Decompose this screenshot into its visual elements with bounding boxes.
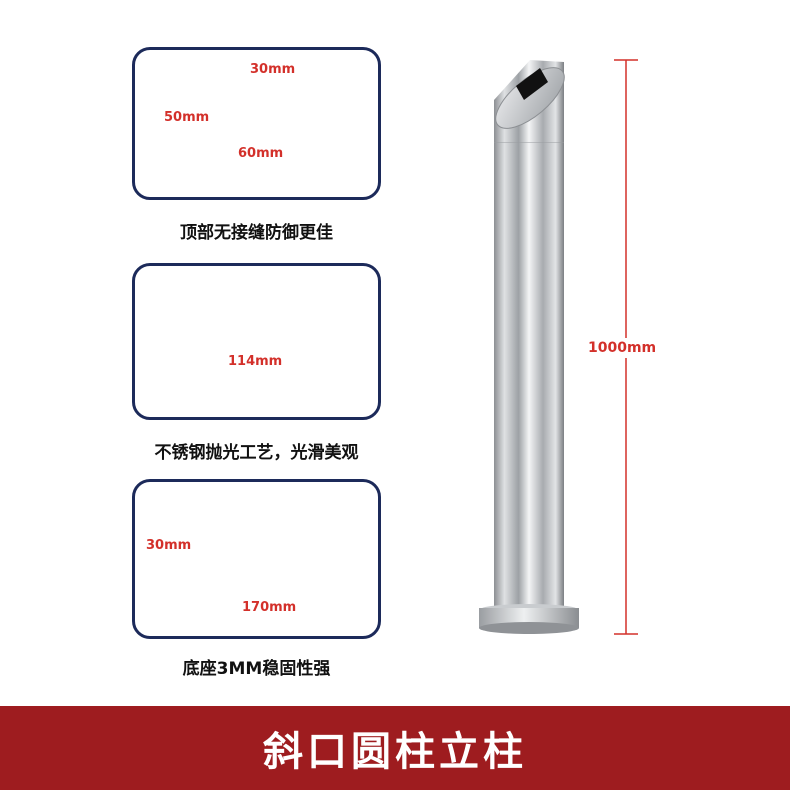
banner-title: 斜口圆柱立柱: [263, 729, 527, 775]
dim-top-side: 50mm: [164, 110, 210, 125]
caption-body: 不锈钢抛光工艺，光滑美观: [154, 443, 359, 463]
dim-total-height: 1000mm: [588, 340, 657, 356]
caption-base: 底座3MM稳固性强: [182, 659, 331, 679]
dim-top-bottom: 60mm: [238, 146, 284, 161]
dim-base-width: 170mm: [242, 600, 297, 615]
dim-base-height: 30mm: [146, 538, 192, 553]
bollard-reader-icon: [516, 68, 548, 100]
panel-top-detail: [132, 47, 381, 200]
full-bollard-illustration: [479, 60, 579, 634]
title-banner: 斜口圆柱立柱: [0, 706, 790, 790]
height-dimension-line: [588, 59, 664, 635]
panel-base-detail: [132, 479, 381, 639]
dim-top-width: 30mm: [250, 62, 296, 77]
caption-top: 顶部无接缝防御更佳: [180, 223, 333, 243]
dim-diameter: 114mm: [228, 354, 283, 369]
panel-body-detail: [132, 263, 381, 420]
